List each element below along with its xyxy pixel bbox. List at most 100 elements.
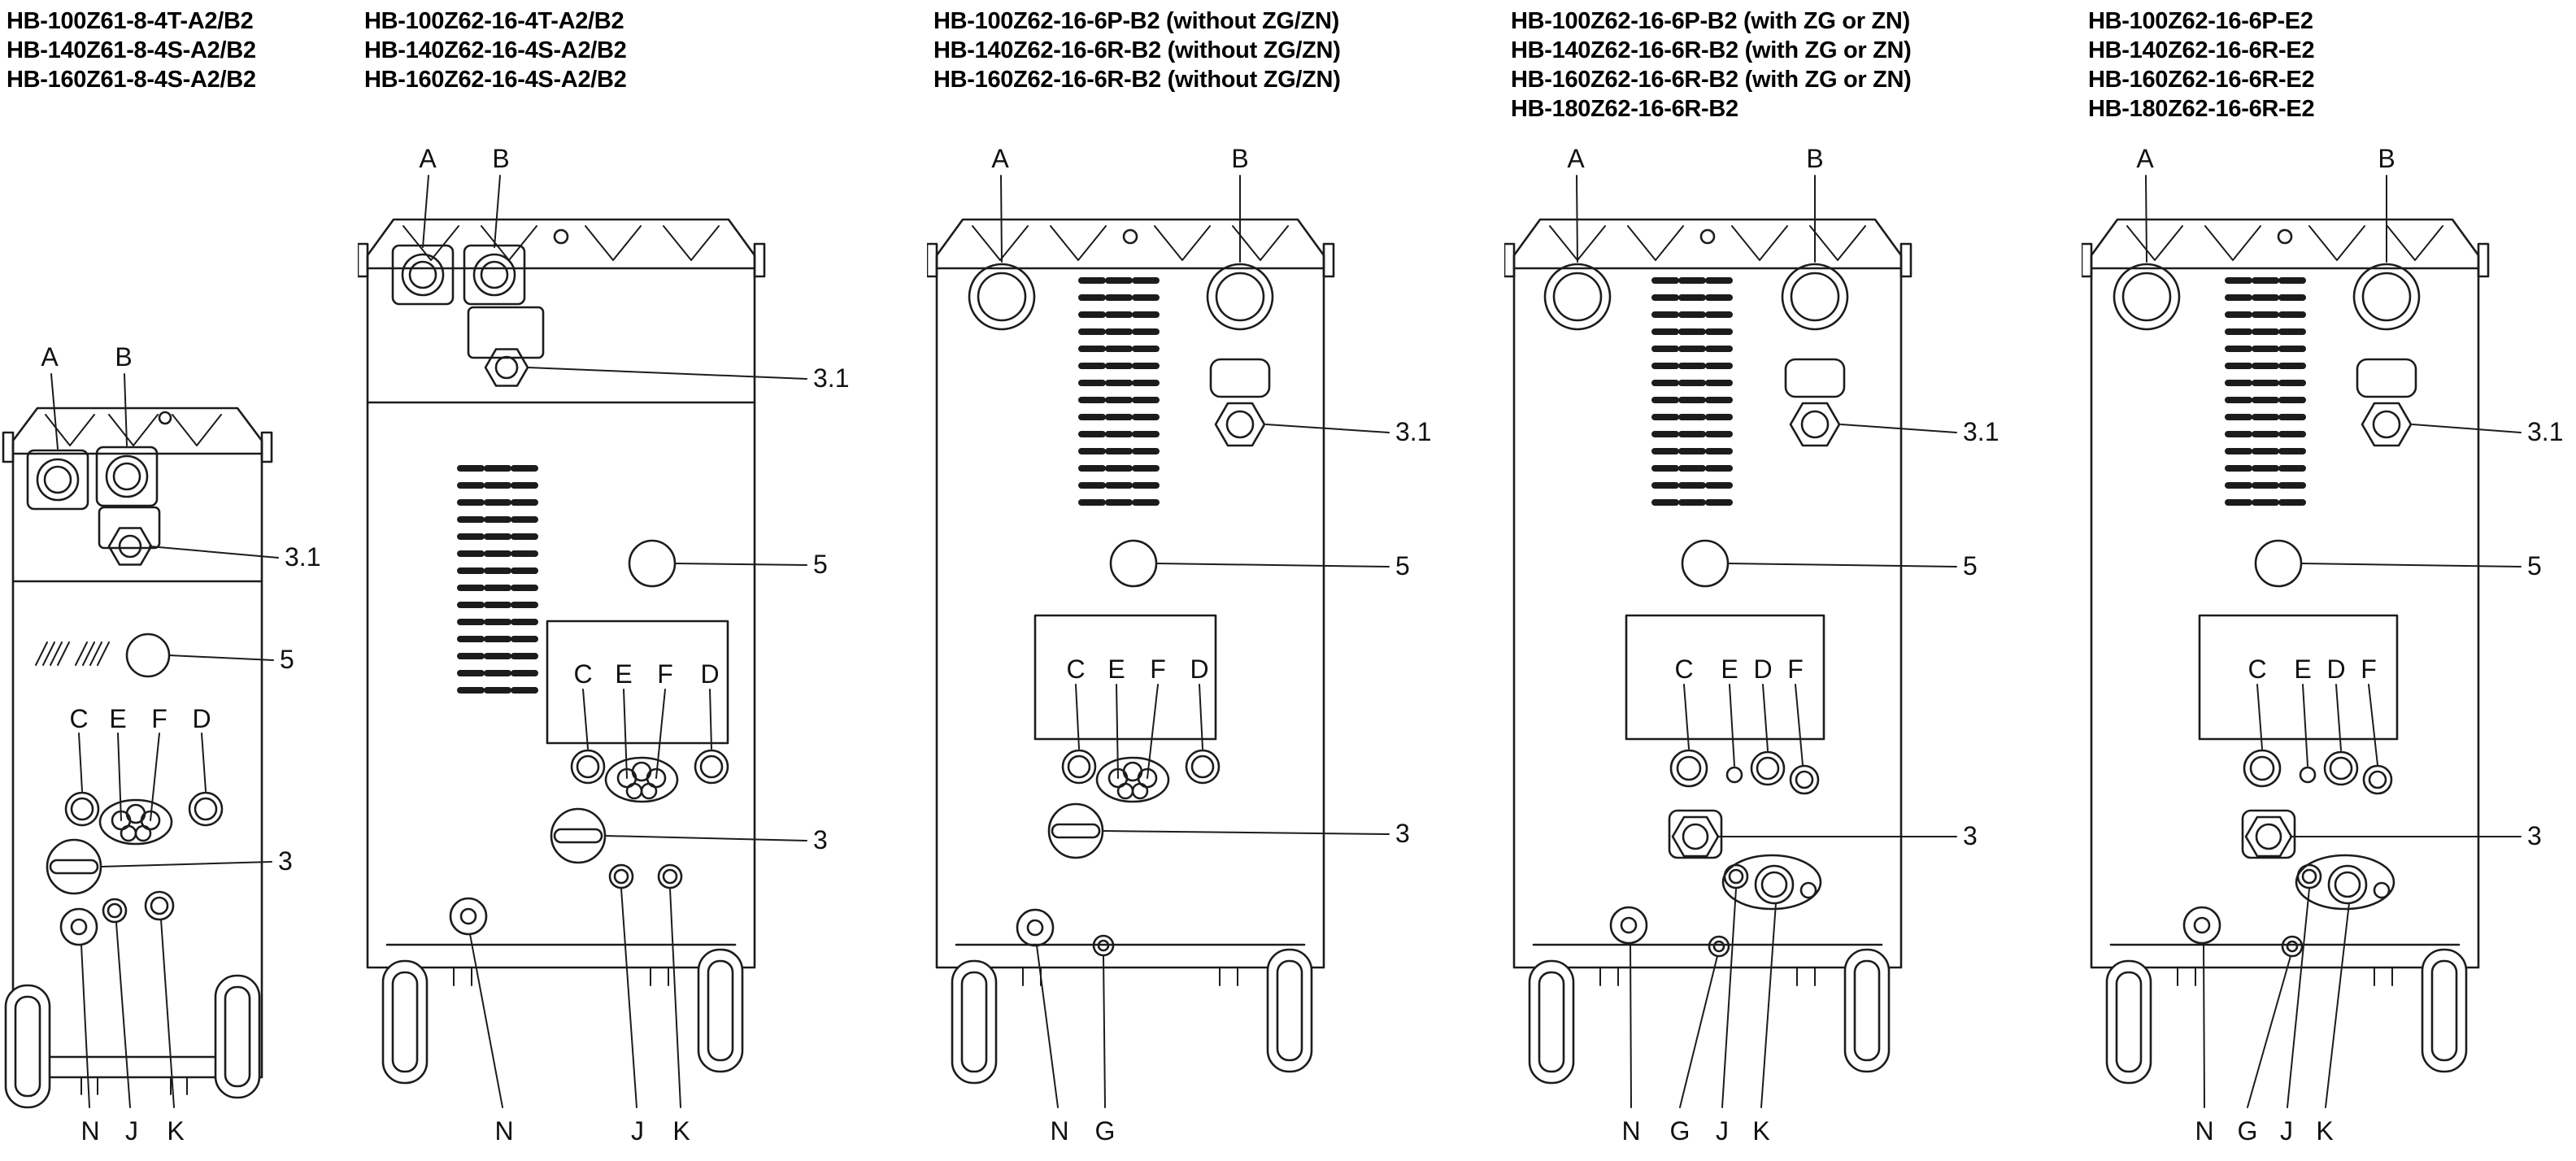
callout-k-label: K [672,1116,690,1146]
panel-1: HB-100Z61-8-4T-A2/B2 HB-140Z61-8-4S-A2/B… [0,0,358,1161]
callout-c-label: C [573,659,592,689]
callout-j-label: J [631,1116,644,1146]
model-number: HB-140Z62-16-6R-B2 (with ZG or ZN) [1511,37,1912,63]
vent-grille [1655,280,1730,502]
callout-3: 3 [2290,821,2542,850]
callout-a-label: A [1567,144,1585,173]
vent-grille [2228,280,2303,502]
callout-3-1: 3.1 [149,542,320,572]
cap-3 [46,838,102,895]
callout-f-label: F [1150,654,1166,684]
machine-drawing-2: A B 3.1 5 C [358,144,849,1146]
bottom-leaders [1036,945,1106,1108]
callout-j-label: J [1716,1116,1729,1146]
panel-2-titles: HB-100Z62-16-4T-A2/B2 HB-140Z62-16-4S-A2… [364,7,627,94]
callout-3-label: 3 [2527,821,2542,850]
model-number: HB-140Z62-16-4S-A2/B2 [364,37,627,63]
label-box [2198,614,2399,741]
connector-a [391,244,455,306]
callout-e-label: E [1107,654,1125,684]
callout-b: B [2378,144,2395,263]
callout-f-label: F [657,659,673,689]
bottom-leaders [1630,888,1777,1108]
port-n [449,897,488,936]
hex-fitting-3-1 [1784,358,1846,447]
port-k [144,890,175,921]
connector-cluster [570,749,729,803]
opening-5 [1681,539,1730,588]
callout-3-1: 3.1 [1840,417,1999,446]
right-wheel [2421,948,2468,1073]
left-wheel [4,984,51,1109]
callout-k-label: K [167,1116,184,1146]
hex-fitting-3-1 [484,348,529,387]
model-number: HB-100Z62-16-6P-B2 (with ZG or ZN) [1511,8,1910,34]
callout-3-label: 3 [278,846,293,876]
hex-fitting-3-1 [2356,358,2417,447]
model-number: HB-140Z62-16-6R-E2 [2088,37,2315,63]
connector-b [1206,263,1274,331]
bottom-leaders [80,919,175,1108]
connector-b [2352,263,2421,331]
callout-a: A [991,144,1009,263]
vent-hatch [35,641,110,666]
callout-3-1: 3.1 [527,363,849,393]
opening-5 [628,539,677,588]
callout-n-label: N [1621,1116,1640,1146]
right-wheel [1843,948,1891,1073]
callout-5-label: 5 [1395,551,1410,580]
callout-a-label: A [2136,144,2154,173]
port-n [2182,906,2221,945]
callout-3: 3 [604,825,828,854]
callout-5-label: 5 [813,550,828,579]
callout-e-label: E [2294,654,2311,684]
model-number: HB-160Z62-16-6R-E2 [2088,67,2315,93]
connector-a [26,449,89,511]
left-wheel [2105,959,2152,1085]
panel-2: HB-100Z62-16-4T-A2/B2 HB-140Z62-16-4S-A2… [358,0,927,1161]
callout-3-1-label: 3.1 [1395,417,1431,446]
connector-letters: C E D F [1674,654,1804,767]
callout-5-label: 5 [1963,551,1978,580]
model-number: HB-100Z62-16-4T-A2/B2 [364,8,624,34]
callout-d-label: D [1190,654,1208,684]
connector-a [2113,263,2181,331]
callout-3-label: 3 [1963,821,1978,850]
opening-5 [2254,539,2303,588]
callout-5: 5 [2300,551,2542,580]
callout-n-label: N [2195,1116,2213,1146]
callout-c-label: C [1066,654,1085,684]
callout-b-label: B [1806,144,1823,173]
port-g [1708,935,1730,958]
callout-3: 3 [1102,819,1410,848]
connector-cluster [1669,750,1821,909]
left-wheel [951,959,998,1085]
connector-cluster [64,791,224,846]
callout-e-label: E [615,659,632,689]
callout-j-label: J [125,1116,138,1146]
callout-n-label: N [1050,1116,1068,1146]
callout-a-label: A [991,144,1009,173]
callout-d-label: D [192,704,211,733]
machine-drawing-4: A B 3.1 5 C E [1504,144,1999,1146]
model-number: HB-180Z62-16-6R-E2 [2088,96,2315,122]
callout-e-label: E [1721,654,1738,684]
label-box [1625,614,1825,741]
vent-grille [1081,280,1156,502]
callout-f-label: F [2361,654,2377,684]
panel-3-titles: HB-100Z62-16-6P-B2 (without ZG/ZN) HB-14… [933,7,1341,94]
right-wheel [1266,948,1313,1073]
port-n [1016,908,1055,947]
connector-cluster [2243,750,2394,909]
callout-j-label: J [2280,1116,2293,1146]
panel-4: HB-100Z62-16-6P-B2 (with ZG or ZN) HB-14… [1504,0,2082,1161]
opening-5 [1109,539,1158,588]
callout-k-label: K [1752,1116,1769,1146]
port-n [1609,906,1648,945]
machine-drawing-3: A B 3.1 5 C E [927,144,1431,1146]
panel-4-titles: HB-100Z62-16-6P-B2 (with ZG or ZN) HB-14… [1511,7,1912,124]
callout-b: B [1231,144,1249,263]
callout-d-label: D [700,659,719,689]
model-number: HB-140Z62-16-6R-B2 (without ZG/ZN) [933,37,1341,63]
model-number: HB-140Z61-8-4S-A2/B2 [7,37,256,63]
